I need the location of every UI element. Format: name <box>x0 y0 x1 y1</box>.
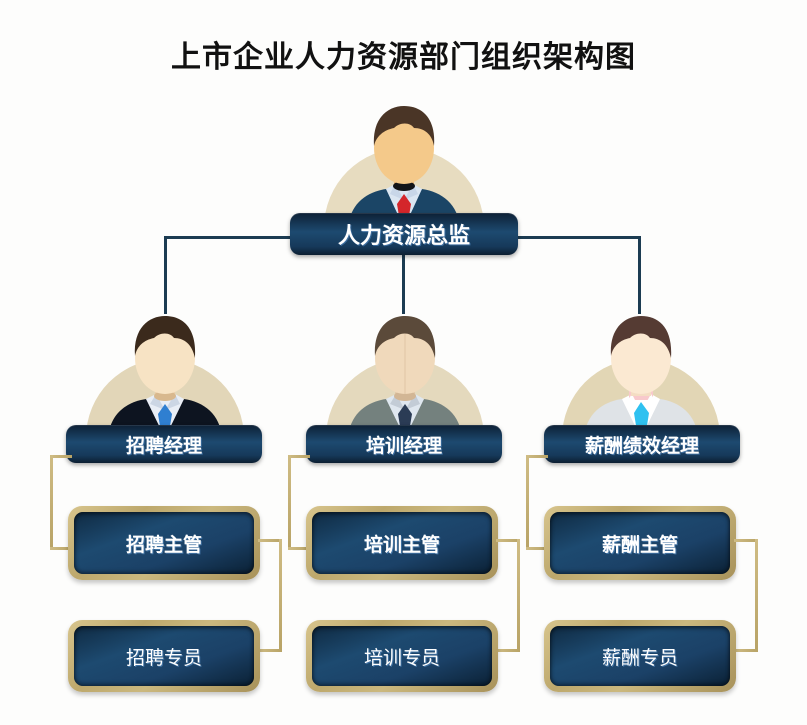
avatar-manager-1 <box>80 310 250 438</box>
bracket-1-top-h <box>50 455 72 458</box>
bracket-3b-v <box>755 539 758 652</box>
bracket-1-bottom-h <box>50 547 72 550</box>
avatar-manager-3 <box>556 310 726 438</box>
node-manager-1-label: 招聘经理 <box>125 434 202 457</box>
bracket-2b-top-h <box>496 539 520 542</box>
bracket-2-v <box>288 455 291 550</box>
node-director-label: 人力资源总监 <box>337 224 470 249</box>
node-specialist-1[interactable]: 招聘专员 <box>68 620 260 692</box>
node-specialist-1-label: 招聘专员 <box>125 646 202 669</box>
node-manager-2-label: 培训经理 <box>365 434 442 457</box>
connector-director-to-branch-1 <box>164 236 167 314</box>
node-specialist-2[interactable]: 培训专员 <box>306 620 498 692</box>
node-specialist-3[interactable]: 薪酬专员 <box>544 620 736 692</box>
connector-director-to-branch-2 <box>402 248 405 314</box>
bracket-2-top-h <box>288 455 310 458</box>
bracket-1b-v <box>279 539 282 652</box>
node-supervisor-3[interactable]: 薪酬主管 <box>544 506 736 580</box>
bracket-1-v <box>50 455 53 550</box>
connector-director-to-branch-3 <box>638 236 641 314</box>
bracket-3-v <box>526 455 529 550</box>
node-supervisor-2[interactable]: 培训主管 <box>306 506 498 580</box>
bracket-3b-top-h <box>734 539 758 542</box>
bracket-3-bottom-h <box>526 547 548 550</box>
node-specialist-3-label: 薪酬专员 <box>601 646 678 669</box>
node-supervisor-2-label: 培训主管 <box>363 533 440 556</box>
node-supervisor-3-label: 薪酬主管 <box>601 533 678 556</box>
bracket-1b-top-h <box>258 539 282 542</box>
node-director[interactable]: 人力资源总监 <box>290 213 518 255</box>
bracket-2b-bottom-h <box>496 649 520 652</box>
avatar-manager-2 <box>320 310 490 438</box>
node-manager-2[interactable]: 培训经理 <box>306 425 502 463</box>
page-title: 上市企业人力资源部门组织架构图 <box>171 40 636 75</box>
avatar-director <box>318 96 490 228</box>
node-manager-3-label: 薪酬绩效经理 <box>584 434 699 457</box>
bracket-2b-v <box>517 539 520 652</box>
node-supervisor-1-label: 招聘主管 <box>125 533 202 556</box>
bracket-3-top-h <box>526 455 548 458</box>
bracket-2-bottom-h <box>288 547 310 550</box>
node-manager-3[interactable]: 薪酬绩效经理 <box>544 425 740 463</box>
bracket-3b-bottom-h <box>734 649 758 652</box>
node-specialist-2-label: 培训专员 <box>363 646 440 669</box>
node-supervisor-1[interactable]: 招聘主管 <box>68 506 260 580</box>
bracket-1b-bottom-h <box>258 649 282 652</box>
node-manager-1[interactable]: 招聘经理 <box>66 425 262 463</box>
